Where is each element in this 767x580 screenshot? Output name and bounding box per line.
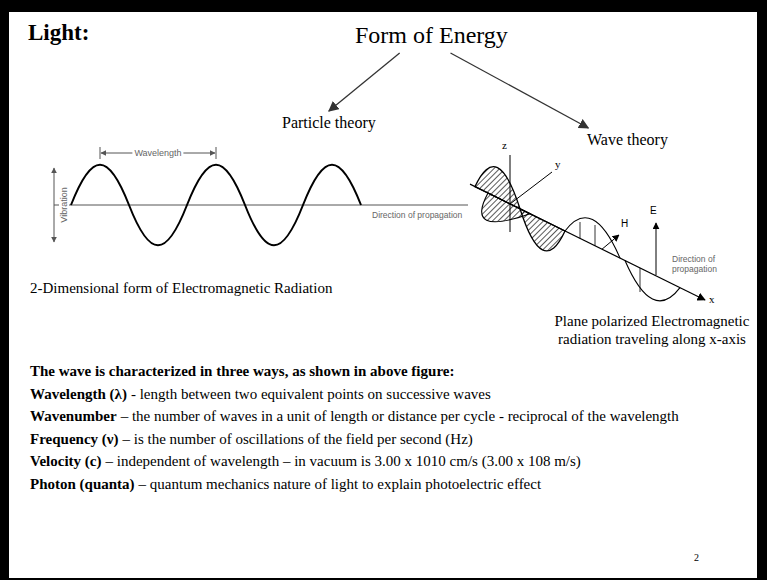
figure-label: Wavelength — [132, 148, 183, 158]
branch-arrow — [329, 53, 400, 111]
definition-line: Wavelength (λ)- length between two equiv… — [30, 383, 752, 406]
section-heading: The wave is characterized in three ways,… — [30, 363, 454, 379]
term: Velocity (c) — [30, 453, 102, 469]
slide-title: Light: — [28, 20, 89, 46]
node-text: Wave theory — [587, 131, 668, 149]
figure-label: 2-Dimensional form of Electromagnetic Ra… — [30, 280, 332, 297]
definition: – the number of waves in a unit of lengt… — [121, 408, 679, 424]
figure-label: Vibration — [59, 185, 69, 224]
term: Wavenumber — [30, 408, 117, 424]
definition: – quantum mechanics nature of light to e… — [139, 476, 542, 492]
h-field-lobe — [482, 193, 530, 222]
definition-line: Frequency (ν)– is the number of oscillat… — [30, 428, 752, 451]
h-vector-arrow — [602, 235, 619, 249]
e-vector-arrow — [656, 223, 657, 275]
node-text: Form of Energy — [355, 22, 508, 49]
wavelength-tick — [216, 147, 217, 159]
z-axis — [510, 155, 511, 232]
definition-line: Velocity (c)– independent of wavelength … — [30, 450, 752, 473]
definition: – is the number of oscillations of the f… — [123, 431, 473, 447]
theory-node: Wave theory — [584, 129, 671, 151]
definition-line: Wavenumber– the number of waves in a uni… — [30, 405, 752, 428]
term: Frequency (ν) — [30, 431, 119, 447]
figure-label: H — [621, 218, 628, 229]
em-wave-figure — [470, 155, 705, 301]
definition: – independent of wavelength – in vacuum … — [106, 453, 581, 469]
wavelength-tick — [100, 147, 101, 159]
sine-wave — [71, 165, 361, 246]
term: Wavelength (λ) — [30, 386, 127, 402]
figure-label: x — [709, 293, 715, 305]
field-vector — [595, 225, 596, 246]
node-text: Particle theory — [282, 114, 376, 132]
figure-label: 2 — [694, 552, 699, 563]
e-field-lobe — [625, 261, 680, 301]
figure-label: z — [502, 139, 507, 151]
sine-wave-figure — [54, 147, 468, 245]
branch-arrow — [451, 53, 589, 128]
figure-label: Direction of propagation — [672, 254, 736, 274]
field-vector — [640, 268, 641, 292]
field-vector — [580, 222, 581, 238]
x-axis — [470, 184, 705, 300]
figure-label: Plane polarized Electromagnetic radiatio… — [545, 312, 759, 348]
y-axis — [510, 172, 552, 204]
theory-node: Form of Energy — [352, 20, 511, 51]
figure-label: E — [650, 205, 657, 216]
figure-label: y — [555, 158, 561, 170]
propagation-axis — [54, 205, 468, 206]
figure-label: Direction of propagation — [372, 210, 462, 220]
e-field-lobe — [565, 218, 620, 258]
definition-line: The wave is characterized in three ways,… — [30, 360, 752, 383]
theory-node: Particle theory — [279, 112, 379, 134]
definition-line: Photon (quanta)– quantum mechanics natur… — [30, 473, 752, 496]
term: Photon (quanta) — [30, 476, 135, 492]
text-body: The wave is characterized in three ways,… — [30, 360, 752, 495]
definition: - length between two equivalent points o… — [131, 386, 491, 402]
